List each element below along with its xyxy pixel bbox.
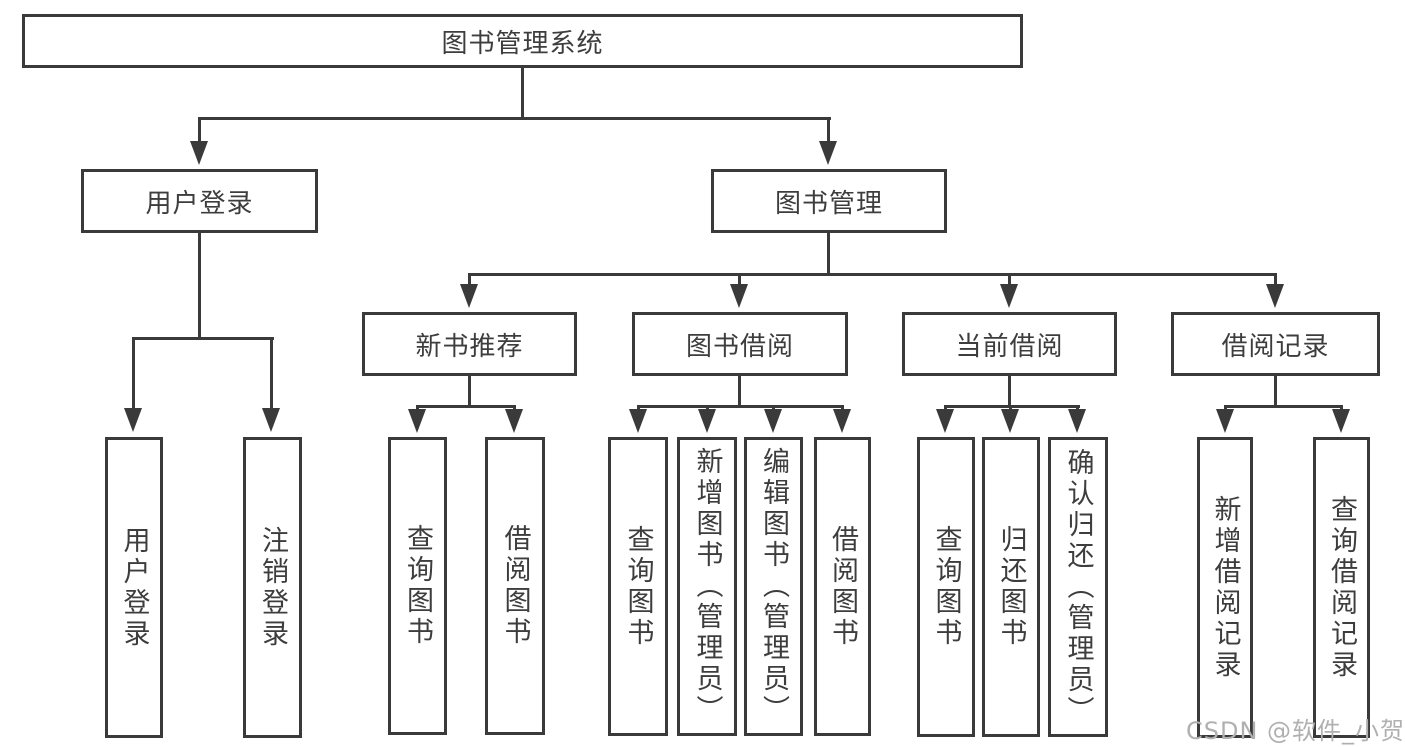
connector-arrowhead — [124, 408, 142, 432]
connector-line — [1008, 376, 1011, 408]
leaf-user-login: 用户登录 — [105, 437, 163, 738]
connector-arrowhead — [819, 141, 837, 165]
leaf-return-book-label: 归还图书 — [995, 525, 1027, 649]
leaf-edit-book-admin-label: 编辑图书（管理员） — [758, 447, 789, 726]
node-current-borrowing-label: 当前借阅 — [955, 331, 1064, 362]
csdn-watermark: CSDN @软件_小贺同学 — [1186, 717, 1405, 745]
connector-arrowhead — [408, 409, 426, 433]
leaf-user-login-label: 用户登录 — [118, 525, 150, 650]
node-book-borrowing: 图书借阅 — [632, 312, 848, 376]
connector-arrowhead — [262, 408, 280, 432]
connector-line — [513, 405, 516, 411]
connector-line — [738, 376, 741, 408]
leaf-recommend-query-book-label: 查询图书 — [402, 524, 433, 648]
connector-line — [944, 405, 1080, 408]
leaf-add-borrow-record-label: 新增借阅记录 — [1209, 494, 1241, 681]
node-new-book-recommend-label: 新书推荐 — [415, 331, 524, 362]
connector-line — [270, 337, 273, 409]
leaf-current-query-book-label: 查询图书 — [930, 525, 962, 649]
leaf-confirm-return-admin-label: 确认归还（管理员） — [1062, 447, 1094, 727]
connector-line — [637, 405, 640, 411]
connector-line — [521, 68, 524, 120]
connector-line — [132, 337, 274, 340]
connector-arrowhead — [1068, 409, 1086, 433]
leaf-add-book-admin: 新增图书（管理员） — [677, 437, 737, 736]
leaf-return-book: 归还图书 — [982, 437, 1040, 737]
leaf-borrowing-borrow-book: 借阅图书 — [814, 437, 871, 736]
leaf-recommend-borrow-book-label: 借阅图书 — [499, 524, 531, 648]
leaf-query-borrow-record-label: 查询借阅记录 — [1326, 494, 1357, 681]
node-borrowing-records-label: 借阅记录 — [1221, 331, 1330, 362]
connector-line — [468, 273, 471, 286]
connector-line — [706, 405, 709, 411]
node-borrowing-records: 借阅记录 — [1171, 312, 1380, 376]
connector-arrowhead — [764, 409, 782, 433]
connector-line — [827, 233, 830, 276]
leaf-query-borrow-record: 查询借阅记录 — [1313, 437, 1370, 738]
leaf-confirm-return-admin: 确认归还（管理员） — [1048, 437, 1108, 737]
leaf-recommend-borrow-book: 借阅图书 — [485, 437, 545, 735]
connector-line — [416, 405, 419, 411]
connector-line — [468, 376, 471, 408]
connector-arrowhead — [190, 141, 208, 165]
connector-arrowhead — [629, 409, 647, 433]
connector-arrowhead — [730, 284, 748, 308]
connector-line — [1008, 273, 1011, 286]
connector-line — [1224, 405, 1343, 408]
connector-line — [827, 117, 830, 143]
node-library-system-label: 图书管理系统 — [441, 28, 604, 59]
node-book-borrowing-label: 图书借阅 — [685, 331, 794, 362]
connector-arrowhead — [1000, 284, 1018, 308]
connector-line — [198, 233, 201, 340]
node-user-login-label: 用户登录 — [145, 188, 254, 219]
leaf-logout-label: 注销登录 — [257, 525, 288, 650]
leaf-borrowing-query-book: 查询图书 — [608, 437, 668, 736]
connector-line — [132, 337, 135, 409]
connector-line — [198, 117, 831, 120]
connector-line — [841, 405, 844, 411]
connector-line — [738, 273, 741, 286]
connector-arrowhead — [1001, 409, 1019, 433]
connector-line — [637, 405, 844, 408]
leaf-current-query-book: 查询图书 — [917, 437, 975, 737]
node-book-management-label: 图书管理 — [774, 188, 883, 219]
connector-line — [1274, 273, 1277, 286]
connector-arrowhead — [1332, 409, 1350, 433]
leaf-borrowing-borrow-book-label: 借阅图书 — [827, 524, 858, 649]
connector-line — [198, 117, 201, 143]
leaf-edit-book-admin: 编辑图书（管理员） — [744, 437, 803, 736]
connector-line — [1076, 405, 1079, 411]
connector-arrowhead — [1216, 409, 1234, 433]
leaf-logout: 注销登录 — [243, 437, 302, 738]
leaf-add-book-admin-label: 新增图书（管理员） — [691, 447, 723, 726]
connector-line — [1340, 405, 1343, 411]
connector-arrowhead — [936, 409, 954, 433]
leaf-borrowing-query-book-label: 查询图书 — [622, 524, 654, 649]
connector-line — [1274, 376, 1277, 408]
leaf-recommend-query-book: 查询图书 — [388, 437, 447, 735]
connector-line — [1009, 405, 1012, 411]
node-current-borrowing: 当前借阅 — [902, 312, 1117, 376]
connector-arrowhead — [1266, 284, 1284, 308]
node-new-book-recommend: 新书推荐 — [362, 312, 577, 376]
node-library-system: 图书管理系统 — [22, 14, 1023, 68]
node-book-management: 图书管理 — [711, 169, 947, 233]
connector-line — [416, 405, 516, 408]
connector-arrowhead — [833, 409, 851, 433]
node-user-login: 用户登录 — [81, 169, 318, 233]
connector-line — [1224, 405, 1227, 411]
connector-arrowhead — [698, 409, 716, 433]
leaf-add-borrow-record: 新增借阅记录 — [1197, 437, 1253, 738]
connector-arrowhead — [505, 409, 523, 433]
connector-line — [772, 405, 775, 411]
connector-line — [468, 273, 1277, 276]
connector-line — [944, 405, 947, 411]
connector-arrowhead — [460, 284, 478, 308]
